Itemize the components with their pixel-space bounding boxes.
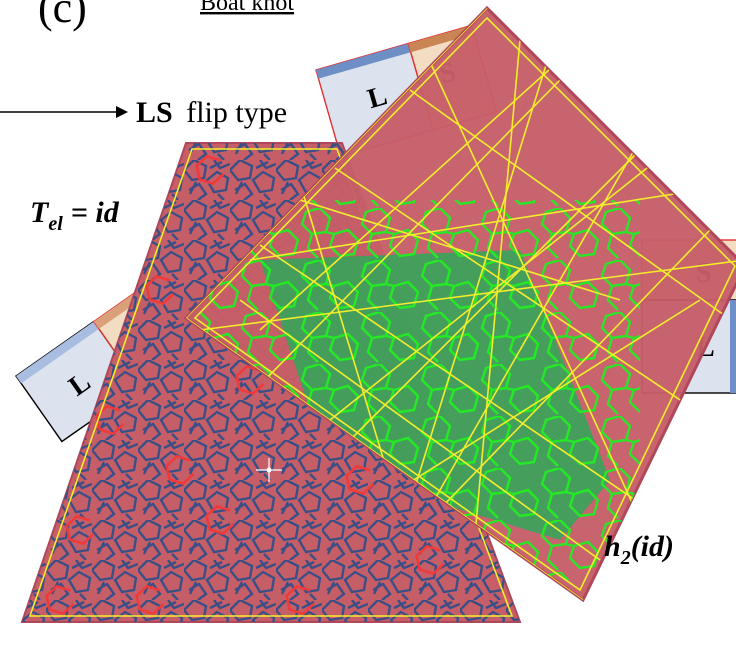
caption: Boat knot bbox=[200, 0, 294, 16]
red-knot-segment bbox=[205, 504, 235, 536]
yellow-line bbox=[399, 139, 641, 561]
red-knot-segment bbox=[95, 404, 125, 436]
red-knot-segment bbox=[65, 514, 95, 546]
red-knot-segment bbox=[45, 584, 75, 616]
red-knot-segment bbox=[345, 464, 375, 496]
crosshair-marker bbox=[256, 458, 282, 482]
red-knot-segment bbox=[135, 584, 165, 616]
yellow-line bbox=[419, 39, 641, 521]
red-knot-segment bbox=[145, 274, 175, 306]
svg-text:LS flip type: LS flip type bbox=[136, 96, 287, 129]
square-inner-border bbox=[193, 16, 736, 592]
yellow-line bbox=[329, 154, 636, 461]
yellow-line bbox=[199, 259, 736, 331]
yellow-line bbox=[469, 39, 521, 591]
left-transform-label: Tel= id bbox=[30, 196, 120, 235]
trapezoid-inner-border bbox=[28, 148, 514, 617]
yellow-line bbox=[239, 299, 601, 561]
red-knot-segment bbox=[415, 544, 445, 576]
yellow-line bbox=[409, 89, 736, 331]
red-knot-segment bbox=[285, 584, 315, 616]
red-knot-segment bbox=[195, 154, 225, 186]
red-knot-segment bbox=[165, 454, 195, 486]
right-transform-label: h2(id) bbox=[604, 530, 674, 569]
yellow-line bbox=[259, 59, 561, 331]
flip-type-annotation: LS flip type bbox=[0, 96, 287, 129]
yellow-line bbox=[259, 244, 651, 511]
yellow-line bbox=[249, 189, 701, 261]
yellow-line bbox=[334, 167, 711, 421]
yellow-girih-lines bbox=[186, 8, 736, 600]
flip-arrow-head-icon bbox=[116, 106, 128, 118]
flip-label-bold: LS bbox=[136, 96, 173, 129]
panel-letter: (c) bbox=[38, 0, 87, 32]
yellow-line bbox=[186, 8, 488, 319]
red-knot-segment bbox=[235, 364, 265, 396]
flip-label-rest: flip type bbox=[186, 96, 287, 129]
yellow-line bbox=[409, 229, 711, 541]
